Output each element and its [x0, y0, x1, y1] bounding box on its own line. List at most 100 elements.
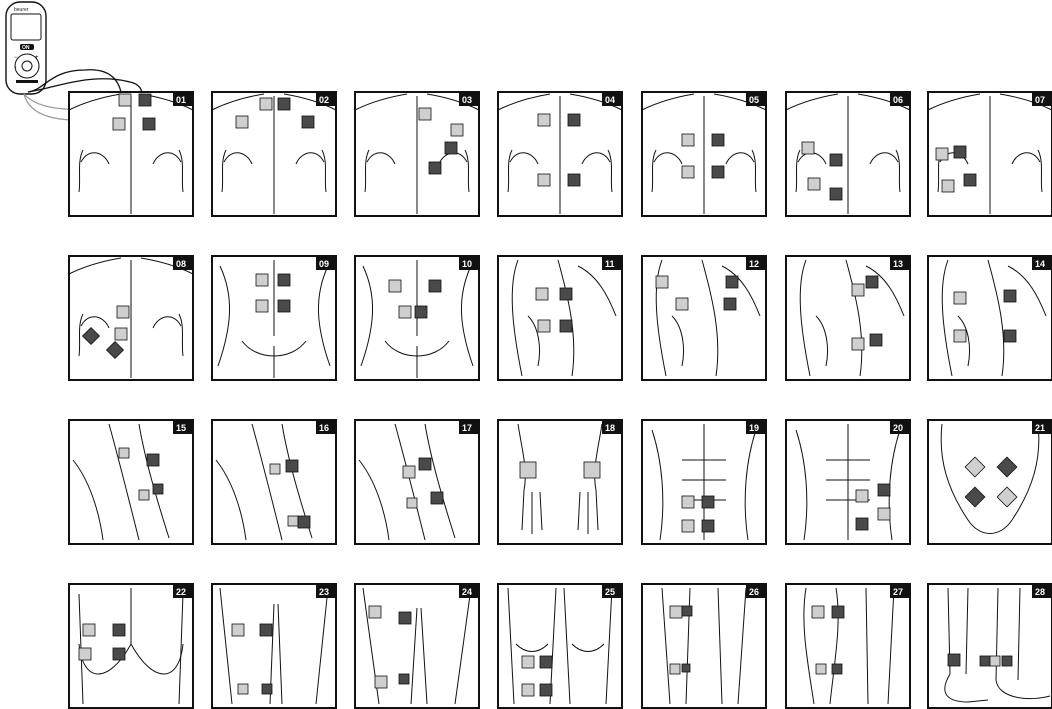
electrode-pad-light [954, 330, 966, 342]
panel-number-label: 12 [749, 259, 759, 269]
electrode-pad-light [117, 306, 129, 318]
electrode-pad-dark [540, 656, 552, 668]
panel-08: 08 [69, 256, 193, 380]
panel-12: 12 [642, 256, 766, 380]
electrode-pad-light [676, 298, 688, 310]
electrode-pad-dark [419, 458, 431, 470]
electrode-pad-dark [113, 648, 125, 660]
electrode-pad-light [256, 274, 268, 286]
panel-number-label: 07 [1035, 95, 1045, 105]
electrode-pad-light [369, 606, 381, 618]
panel-number-label: 20 [893, 423, 903, 433]
electrode-pad-light [270, 464, 280, 474]
minus-icon[interactable]: − [14, 55, 18, 61]
electrode-pad-light [419, 108, 431, 120]
electrode-pad-light [238, 684, 248, 694]
electrode-pad-light [682, 134, 694, 146]
panel-06: 06 [786, 92, 910, 216]
panel-frame [498, 256, 622, 380]
electrode-pad-light [670, 606, 682, 618]
panel-number-label: 05 [749, 95, 759, 105]
electrode-pad-light [954, 292, 966, 304]
electrode-pad-light [119, 448, 129, 458]
electrode-pad-dark [415, 306, 427, 318]
electrode-pad-light [139, 490, 149, 500]
electrode-pad-dark [540, 684, 552, 696]
panel-number-label: 01 [176, 95, 186, 105]
electrode-pad-light [802, 142, 814, 154]
electrode-pad-light [538, 174, 550, 186]
panel-25: 25 [498, 584, 622, 708]
electrode-pad-dark [948, 654, 960, 666]
electrode-pad-dark [1002, 656, 1012, 666]
panel-03: 03 [355, 92, 479, 216]
panel-28: 28 [928, 584, 1052, 708]
electrode-pad-dark [878, 484, 890, 496]
electrode-pad-light [682, 166, 694, 178]
electrode-pad-dark [560, 320, 572, 332]
panel-10: 10 [355, 256, 479, 380]
panel-frame [212, 420, 336, 544]
electrode-pad-dark [954, 146, 966, 158]
panel-number-label: 19 [749, 423, 759, 433]
panel-number-label: 18 [605, 423, 615, 433]
electrode-pad-light [878, 508, 890, 520]
electrode-pad-dark [568, 174, 580, 186]
electrode-pad-light [812, 606, 824, 618]
electrode-pad-light [670, 664, 680, 674]
electrode-pad-dark [830, 154, 842, 166]
electrode-pad-light [942, 180, 954, 192]
panel-02: 02 [212, 92, 336, 216]
panel-05: 05 [642, 92, 766, 216]
electrode-pad-light [399, 306, 411, 318]
power-icon[interactable] [22, 61, 32, 71]
panel-11: 11 [498, 256, 622, 380]
electrode-pad-dark [429, 162, 441, 174]
panel-19: 19 [642, 420, 766, 544]
electrode-pad-light [584, 462, 600, 478]
electrode-pad-light [852, 284, 864, 296]
electrode-pad-dark [870, 334, 882, 346]
electrode-pad-light [119, 94, 131, 106]
tens-device: beurer ON + − ‹ › [6, 2, 46, 94]
panel-frame [928, 584, 1052, 708]
electrode-pad-dark [830, 188, 842, 200]
panel-13: 13 [786, 256, 910, 380]
panel-number-label: 04 [605, 95, 615, 105]
panel-24: 24 [355, 584, 479, 708]
electrode-pad-dark [832, 606, 844, 618]
panel-frame [498, 420, 622, 544]
electrode-pad-light [816, 664, 826, 674]
plus-icon[interactable]: + [35, 55, 39, 61]
electrode-pad-light [538, 320, 550, 332]
electrode-pad-dark [113, 624, 125, 636]
electrode-pad-dark [1004, 290, 1016, 302]
electrode-pad-dark [399, 674, 409, 684]
electrode-pad-light [936, 148, 948, 160]
panel-23: 23 [212, 584, 336, 708]
electrode-pad-dark [143, 118, 155, 130]
panel-number-label: 11 [605, 259, 615, 269]
electrode-pad-dark [866, 276, 878, 288]
panel-number-label: 08 [176, 259, 186, 269]
panel-number-label: 28 [1035, 587, 1045, 597]
panel-07: 07 [928, 92, 1052, 216]
panel-number-label: 06 [893, 95, 903, 105]
electrode-pad-light [115, 328, 127, 340]
electrode-pad-light [520, 462, 536, 478]
electrode-pad-light [389, 280, 401, 292]
electrode-pad-dark [712, 134, 724, 146]
panel-16: 16 [212, 420, 336, 544]
panel-frame [355, 420, 479, 544]
panel-number-label: 26 [749, 587, 759, 597]
electrode-pad-dark [682, 664, 690, 672]
panel-frame [355, 584, 479, 708]
panel-frame [928, 420, 1052, 544]
panel-number-label: 03 [462, 95, 472, 105]
panel-21: 21 [928, 420, 1052, 544]
electrode-pad-light [682, 520, 694, 532]
electrode-pad-dark [429, 280, 441, 292]
panel-frame [498, 584, 622, 708]
device-button-label: ON [22, 45, 30, 51]
